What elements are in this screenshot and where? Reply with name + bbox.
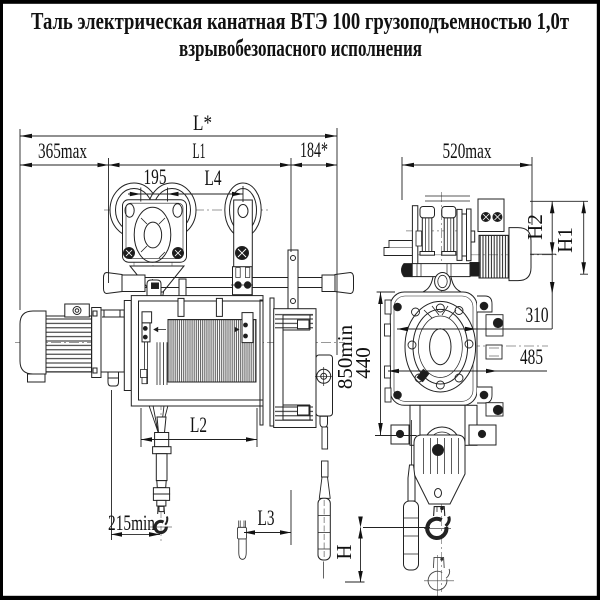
- svg-text:215min: 215min: [108, 510, 155, 535]
- svg-text:365max: 365max: [38, 138, 87, 163]
- svg-text:L1: L1: [193, 138, 206, 163]
- svg-text:H2: H2: [523, 214, 547, 240]
- svg-text:L*: L*: [193, 110, 212, 135]
- svg-text:310: 310: [526, 302, 549, 327]
- svg-text:Таль электрическая канатная ВТ: Таль электрическая канатная ВТЭ 100 груз…: [31, 9, 569, 35]
- svg-text:485: 485: [520, 344, 543, 369]
- svg-text:H1: H1: [553, 227, 577, 253]
- svg-text:195: 195: [144, 164, 167, 189]
- svg-text:440: 440: [351, 347, 375, 379]
- svg-text:L4: L4: [205, 165, 222, 190]
- svg-text:L2: L2: [190, 412, 207, 437]
- svg-text:184*: 184*: [300, 137, 328, 162]
- svg-text:850min: 850min: [333, 324, 357, 389]
- svg-text:H: H: [332, 544, 356, 559]
- svg-text:взрывобезопасного исполнения: взрывобезопасного исполнения: [179, 36, 422, 62]
- svg-text:520max: 520max: [443, 138, 492, 163]
- svg-text:L3: L3: [258, 505, 275, 530]
